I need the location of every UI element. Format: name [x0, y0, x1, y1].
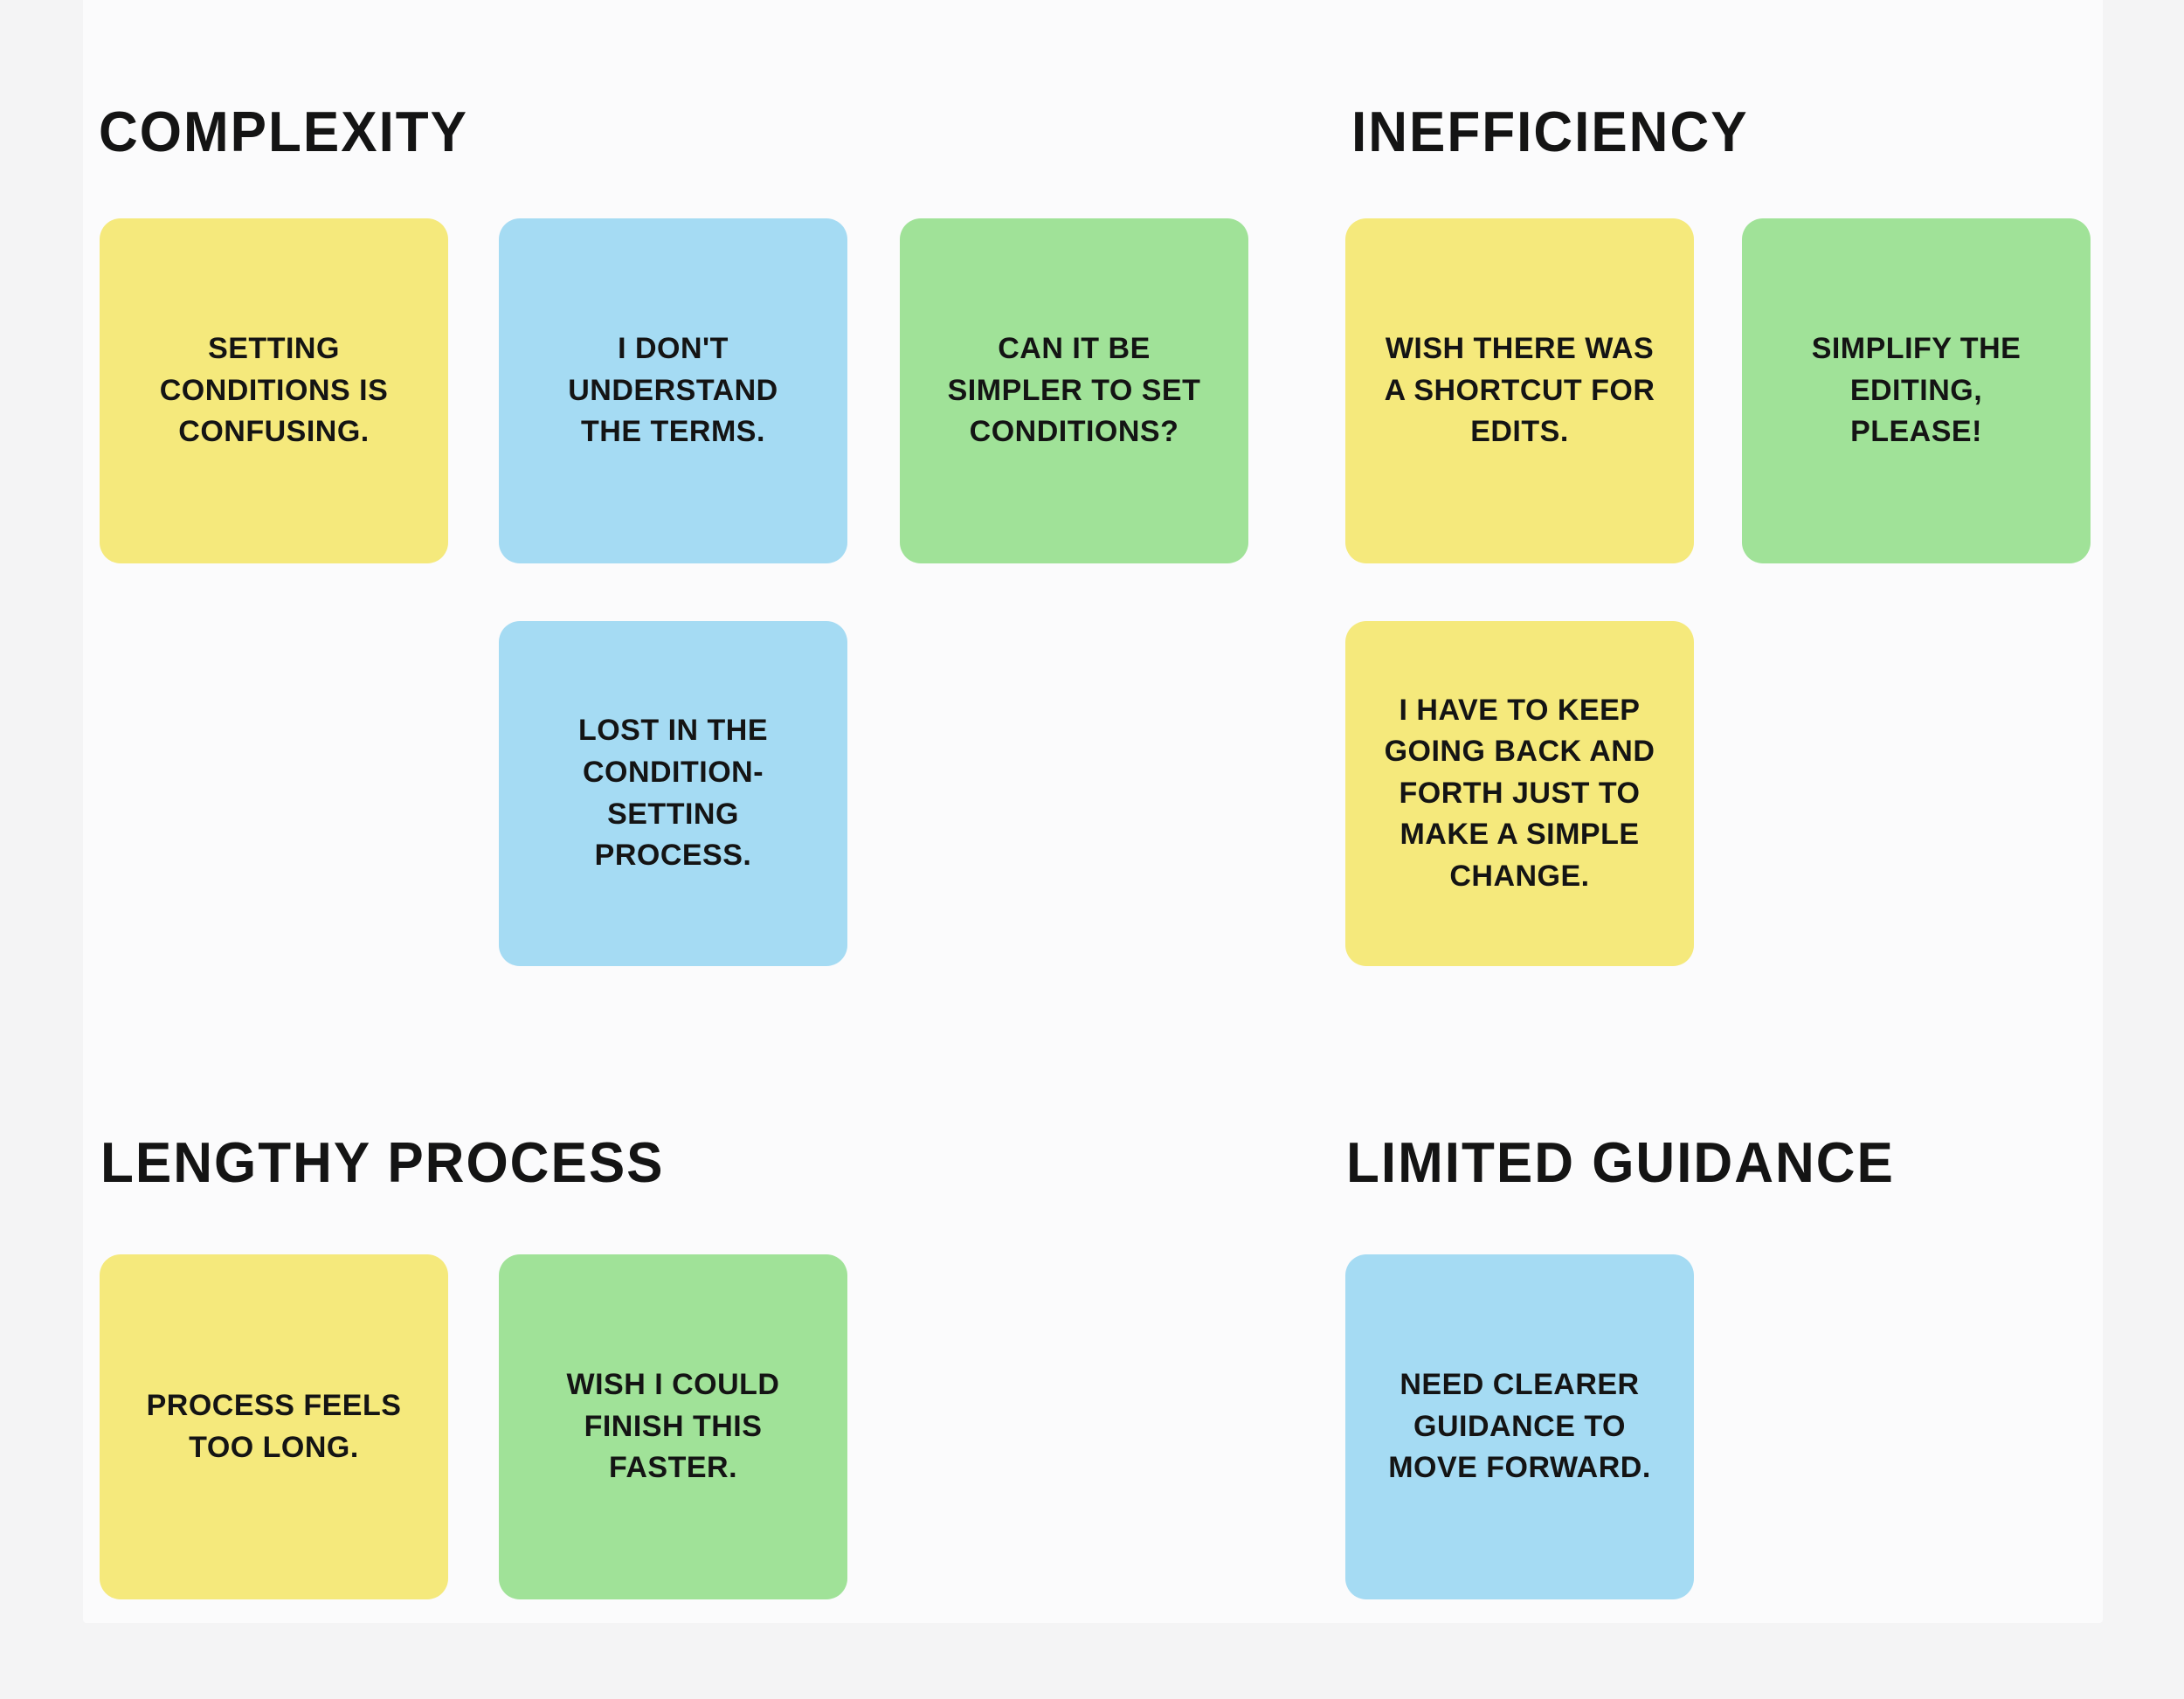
- sticky-note-text: CAN IT BE SIMPLER TO SET CONDITIONS?: [947, 332, 1201, 449]
- sticky-note-process-too-long[interactable]: PROCESS FEELS TOO LONG.: [100, 1254, 448, 1599]
- sticky-note-text: WISH I COULD FINISH THIS FASTER.: [566, 1368, 780, 1485]
- sticky-note-dont-understand-terms[interactable]: I DON'T UNDERSTAND THE TERMS.: [499, 218, 847, 563]
- section-title-lengthy-process[interactable]: LENGTHY PROCESS: [100, 1131, 665, 1195]
- sticky-note-back-and-forth[interactable]: I HAVE TO KEEP GOING BACK AND FORTH JUST…: [1345, 621, 1694, 966]
- sticky-note-text: SETTING CONDITIONS IS CONFUSING.: [159, 332, 389, 449]
- sticky-note-simpler-conditions[interactable]: CAN IT BE SIMPLER TO SET CONDITIONS?: [900, 218, 1248, 563]
- sticky-note-need-clearer-guidance[interactable]: NEED CLEARER GUIDANCE TO MOVE FORWARD.: [1345, 1254, 1694, 1599]
- sticky-note-text: LOST IN THE CONDITION- SETTING PROCESS.: [577, 714, 769, 873]
- sticky-note-text: WISH THERE WAS A SHORTCUT FOR EDITS.: [1384, 332, 1655, 449]
- sticky-note-text: I HAVE TO KEEP GOING BACK AND FORTH JUST…: [1384, 693, 1655, 893]
- sticky-note-text: SIMPLIFY THE EDITING, PLEASE!: [1811, 332, 2022, 449]
- sticky-note-finish-faster[interactable]: WISH I COULD FINISH THIS FASTER.: [499, 1254, 847, 1599]
- sticky-note-setting-conditions[interactable]: SETTING CONDITIONS IS CONFUSING.: [100, 218, 448, 563]
- sticky-note-shortcut-for-edits[interactable]: WISH THERE WAS A SHORTCUT FOR EDITS.: [1345, 218, 1694, 563]
- sticky-note-text: I DON'T UNDERSTAND THE TERMS.: [568, 332, 778, 449]
- sticky-note-lost-in-process[interactable]: LOST IN THE CONDITION- SETTING PROCESS.: [499, 621, 847, 966]
- section-title-inefficiency[interactable]: INEFFICIENCY: [1351, 100, 1749, 164]
- sticky-note-text: NEED CLEARER GUIDANCE TO MOVE FORWARD.: [1388, 1368, 1651, 1485]
- sticky-note-text: PROCESS FEELS TOO LONG.: [146, 1388, 402, 1464]
- sticky-note-simplify-editing[interactable]: SIMPLIFY THE EDITING, PLEASE!: [1742, 218, 2091, 563]
- section-title-complexity[interactable]: COMPLEXITY: [99, 100, 469, 164]
- section-title-limited-guidance[interactable]: LIMITED GUIDANCE: [1346, 1131, 1895, 1195]
